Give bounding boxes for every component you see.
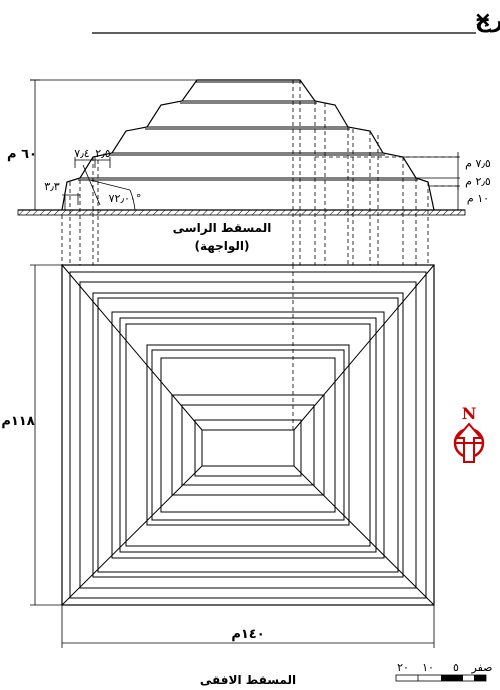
pyramid-outline [61,79,435,211]
scale-label-10: ١٠ [422,661,434,674]
step-dim-label-2: ٢٫٥ [95,147,110,160]
right-dim-label-1: ٧٫٥ م [465,157,491,170]
plan-side-dimension-label: ١١٨م [1,414,34,429]
elevation-view [17,79,466,216]
page-title: المساقط الرئيسية لهرم زوسر المدرج [475,8,500,33]
right-dim-label-3: ١٠ م [467,192,489,205]
plan-label: المسقط الافقى [200,673,296,687]
step-dim-label-3: ٣٫٣ [44,180,59,193]
north-arrow-icon: N [453,404,485,463]
north-letter: N [462,404,477,423]
elevation-label: المسقط الراسى [173,221,272,235]
angle-label: ٧٢٫٠٠° [109,192,142,205]
elevation-sublabel: (الواجهة) [194,239,249,254]
ground-hatch [17,209,466,216]
scale-label-zero: صفر [471,661,493,674]
projection-lines [61,80,429,430]
title-marker: × [474,8,492,33]
scale-label-5: ٥ [453,661,459,674]
plan-view [30,264,435,648]
right-dim-label-2: ٢٫٥ م [465,175,491,188]
plan-bottom-dimension-label: ١٤٠م [231,627,264,642]
scale-bar: ٢٠ ١٠ ٥ صفر [395,661,493,682]
step-dim-label-1: ٧٫٤ [74,147,89,160]
scale-label-20: ٢٠ [397,661,409,674]
height-dimension-label: ٦٠ م [7,147,37,162]
